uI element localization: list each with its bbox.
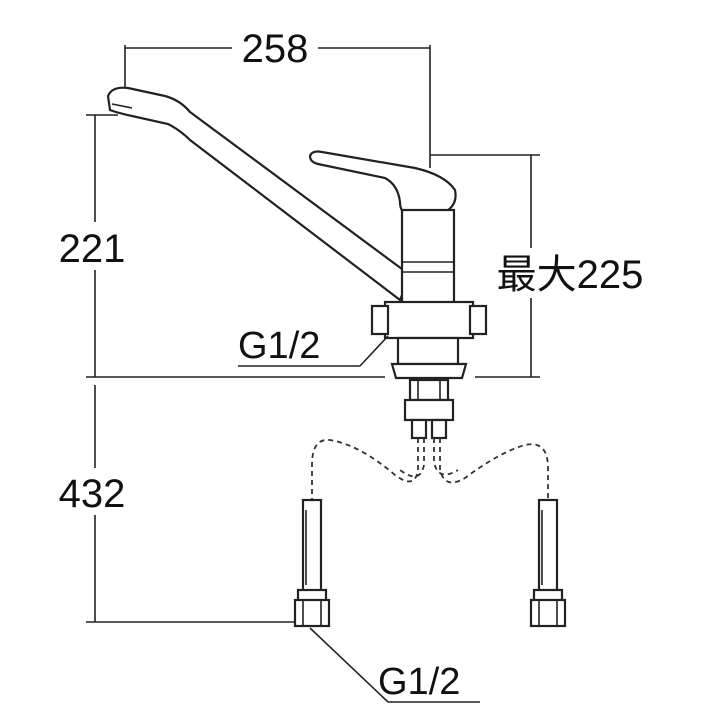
thread-body-label: G1/2 xyxy=(238,325,320,367)
dimension-width-label: 258 xyxy=(242,27,309,71)
dimension-max-height-label: 最大225 xyxy=(497,253,644,297)
hose-end-right xyxy=(529,498,567,628)
faucet-spout xyxy=(106,86,412,302)
dimension-432: 432 xyxy=(59,385,298,623)
faucet-body xyxy=(370,208,488,380)
leader-thread-body: G1/2 xyxy=(238,325,389,367)
lever-handle xyxy=(308,150,457,216)
mounting-shank xyxy=(403,378,455,440)
hose-end-left xyxy=(293,498,331,628)
dimension-258: 258 xyxy=(124,27,431,168)
dimension-spout-height-label: 221 xyxy=(59,227,126,271)
leader-thread-hose: G1/2 xyxy=(309,627,480,703)
dimension-max-225: 最大225 xyxy=(430,154,644,377)
flexible-hoses xyxy=(311,438,549,500)
thread-hose-label: G1/2 xyxy=(378,661,460,703)
dimension-221: 221 xyxy=(59,114,126,377)
dimension-hose-length-label: 432 xyxy=(59,472,126,516)
